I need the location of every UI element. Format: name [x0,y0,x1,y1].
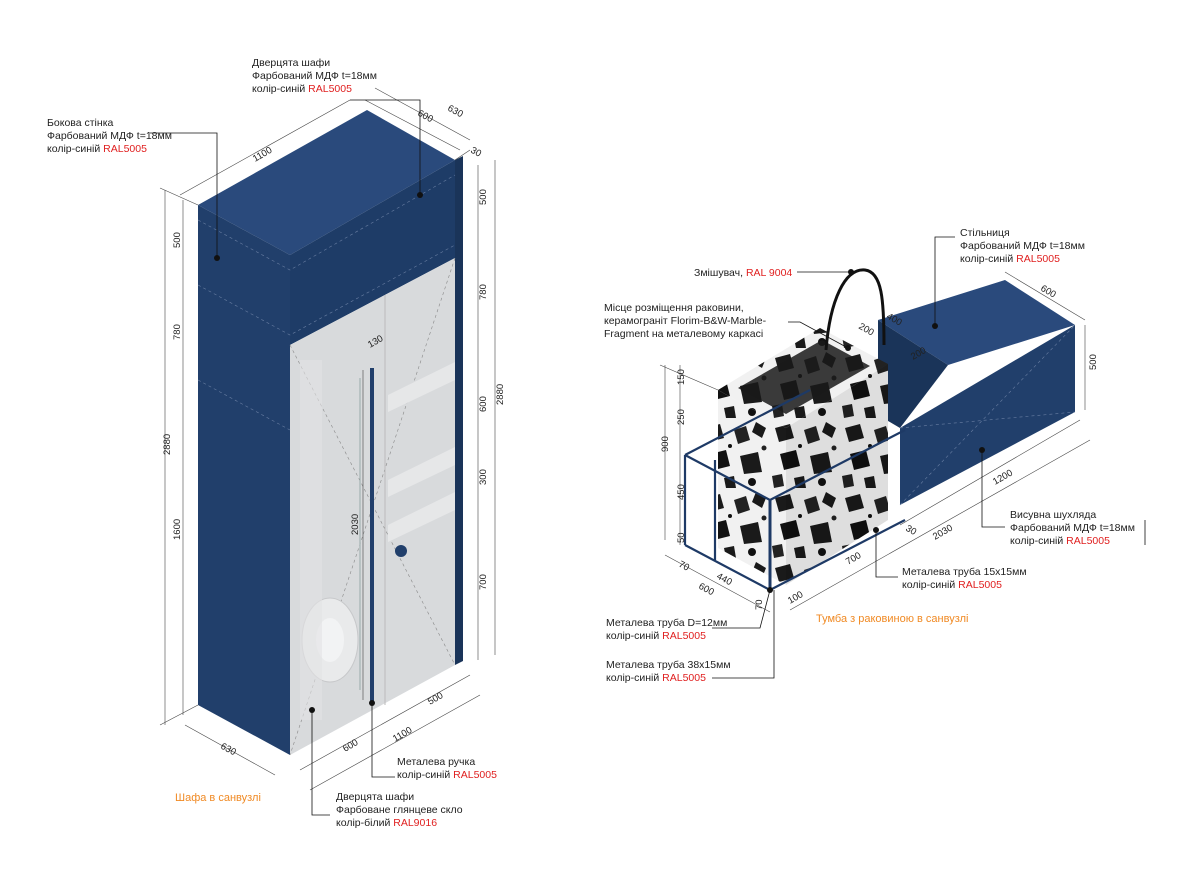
dim-v-100: 100 [786,589,805,606]
mixer-faucet [824,268,886,351]
dim-b-630: 630 [219,741,238,758]
dim-v-70b: 70 [754,599,765,610]
note-glass-door-l2: Фарбоване глянцеве скло [336,804,463,816]
dim-r-700: 700 [478,574,489,590]
note-drawer-l2: Фарбований МДФ t=18мм [1010,522,1135,534]
wardrobe-top-face [198,110,455,255]
dim-v-500: 500 [1088,354,1099,370]
note-drawer-code: RAL5005 [1066,535,1110,547]
vanity-callouts: Змішувач, RAL 9004 Місце розміщення рако… [604,227,1146,684]
note-side-wall-l3: колір-синій [47,143,103,155]
dim-v-50: 50 [676,532,687,543]
dim-v-200a: 200 [857,321,876,338]
wardrobe-callouts: Дверцята шафи Фарбований МДФ t=18мм колі… [47,57,497,829]
svg-text:Змішувач, RAL 9004: Змішувач, RAL 9004 [694,267,792,279]
dim-b-600: 600 [341,737,360,754]
note-countertop-l2: Фарбований МДФ t=18мм [960,240,1085,252]
note-tube15-l1: Металева труба 15х15мм [902,566,1027,578]
vanity-drawing: 150 250 900 450 50 200 400 200 600 500 1… [659,268,1099,613]
note-tube38-l2: колір-синій [606,672,662,684]
dim-b-500: 500 [426,690,445,707]
note-glass-door-l3: колір-білий [336,817,393,829]
svg-text:колір-синій RAL5005: колір-синій RAL5005 [252,83,352,95]
note-sink-l3: Fragment на металевому каркасі [604,328,763,340]
wardrobe-knob [395,545,407,557]
note-side-wall-l2: Фарбований МДФ t=18мм [47,130,172,142]
dim-l-780: 780 [172,324,183,340]
note-countertop-l1: Стільниця [960,227,1010,239]
note-tube15-code: RAL5005 [958,579,1002,591]
svg-text:колір-синій RAL5005: колір-синій RAL5005 [606,672,706,684]
wardrobe-upper-door [290,160,455,345]
note-glass-door-l1: Дверцята шафи [336,791,414,803]
sink-front-right [786,364,888,585]
note-sink-l2: керамограніт Florim-B&W-Marble- [604,315,767,327]
dim-w-1100-top: 1100 [251,145,274,165]
dim-v-70a: 70 [677,559,692,574]
note-tube-d12-l1: Металева труба D=12мм [606,617,727,629]
wardrobe-drawing: 1100 600 630 30 2880 500 780 1600 500 78… [159,87,506,791]
note-side-wall-code: RAL5005 [103,143,147,155]
countertop-side [878,320,948,428]
dim-v-900: 900 [660,436,671,452]
note-mixer-l1: Змішувач, [694,267,746,279]
note-mixer-code: RAL 9004 [746,267,792,279]
note-drawer-l3: колір-синій [1010,535,1066,547]
dim-v-600: 600 [1039,283,1058,300]
svg-text:колір-синій RAL5005: колір-синій RAL5005 [902,579,1002,591]
countertop-top-face [878,280,1075,365]
dim-v-30: 30 [904,523,919,538]
dim-r-780: 780 [478,284,489,300]
svg-text:колір-білий RAL9016: колір-білий RAL9016 [336,817,437,829]
svg-text:колір-синій RAL5005: колір-синій RAL5005 [397,769,497,781]
dim-r-600: 600 [478,396,489,412]
note-side-wall-l1: Бокова стінка [47,117,114,129]
dim-v-600b: 600 [697,581,716,598]
note-door-top-code: RAL5005 [308,83,352,95]
svg-text:колір-синій RAL5005: колір-синій RAL5005 [960,253,1060,265]
dim-l-2880: 2880 [162,434,173,455]
dim-w-30-top: 30 [469,145,484,160]
note-countertop-code: RAL5005 [1016,253,1060,265]
wardrobe-right-edge [455,156,463,665]
dim-v-450: 450 [676,484,687,500]
dim-h-2030: 2030 [350,514,361,535]
note-tube15-l2: колір-синій [902,579,958,591]
dim-v-250: 250 [676,409,687,425]
note-handle-l1: Металева ручка [397,756,475,768]
dim-v-440: 440 [715,571,734,588]
note-glass-door-code: RAL9016 [393,817,437,829]
note-door-top-l1: Дверцята шафи [252,57,330,69]
note-tube-d12-code: RAL5005 [662,630,706,642]
note-tube38-l1: Металева труба 38х15мм [606,659,731,671]
dim-v-2030: 2030 [931,523,955,543]
dim-r-500: 500 [478,189,489,205]
dim-v-700: 700 [844,550,863,567]
dim-v-150: 150 [676,369,687,385]
note-tube38-code: RAL5005 [662,672,706,684]
note-sink-l1: Місце розміщення раковини, [604,302,744,314]
note-drawer-l1: Висувна шухляда [1010,509,1096,521]
dim-l-1600: 1600 [172,519,183,540]
caption-vanity: Тумба з раковиною в санвузлі [816,613,969,625]
note-handle-l2: колір-синій [397,769,453,781]
dim-r-300: 300 [478,469,489,485]
dim-l-500: 500 [172,232,183,248]
caption-wardrobe: Шафа в санвузлі [175,792,261,804]
svg-text:колір-синій RAL5005: колір-синій RAL5005 [606,630,706,642]
svg-text:колір-синій RAL5005: колір-синій RAL5005 [47,143,147,155]
dim-r-2880: 2880 [495,384,506,405]
wardrobe-side-wall [198,205,290,755]
dim-b-1100: 1100 [391,725,414,745]
note-tube-d12-l2: колір-синій [606,630,662,642]
note-countertop-l3: колір-синій [960,253,1016,265]
note-door-top-l3: колір-синій [252,83,308,95]
dim-w-630-top: 630 [446,103,465,120]
svg-text:колір-синій RAL5005: колір-синій RAL5005 [1010,535,1110,547]
dim-w-600-top: 600 [416,108,435,125]
note-door-top-l2: Фарбований МДФ t=18мм [252,70,377,82]
note-handle-code: RAL5005 [453,769,497,781]
